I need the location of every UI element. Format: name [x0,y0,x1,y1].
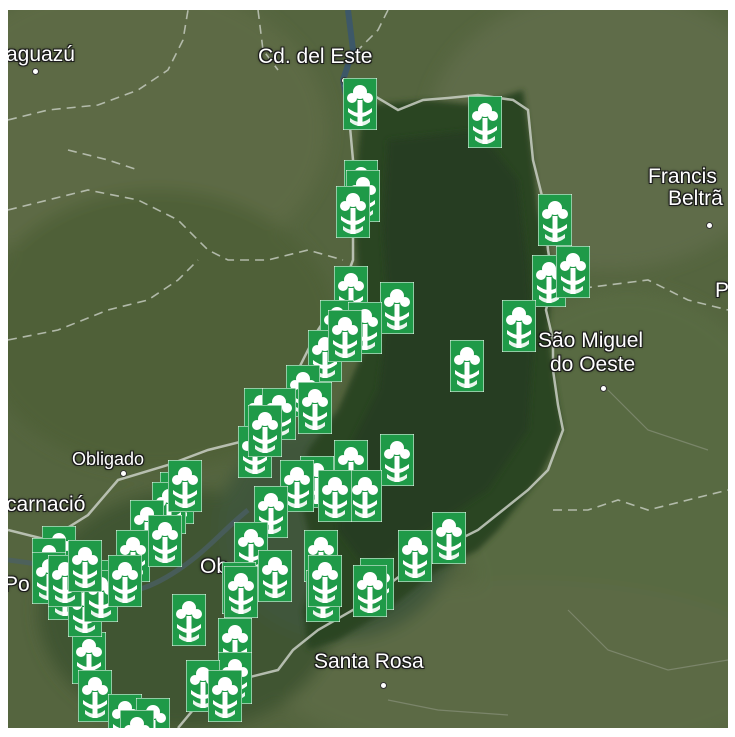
tree-marker-icon[interactable] [348,470,382,522]
tree-marker-icon[interactable] [120,710,154,728]
tree-marker-icon[interactable] [148,515,182,567]
place-label-aguazu: aguazú [8,43,75,66]
tree-marker-icon[interactable] [336,186,370,238]
tree-marker-icon[interactable] [248,405,282,457]
city-dot-santa-rosa [380,682,387,689]
place-label-cd-del-este: Cd. del Este [258,45,373,68]
tree-marker-icon[interactable] [298,382,332,434]
place-label-francisco: Francis [648,165,717,188]
tree-marker-icon[interactable] [224,566,258,618]
place-label-encarnacion: carnació [8,493,86,516]
tree-marker-icon[interactable] [308,555,342,607]
tree-marker-icon[interactable] [353,565,387,617]
tree-marker-icon[interactable] [502,300,536,352]
city-dot-sao-miguel [600,385,607,392]
map-view[interactable]: aguazú Cd. del Este Francis Beltrã P São… [8,10,728,728]
tree-marker-icon[interactable] [258,550,292,602]
place-label-obera: Ob [200,555,229,578]
tree-marker-icon[interactable] [168,460,202,512]
place-label-santa-rosa: Santa Rosa [314,650,424,673]
place-label-do-oeste: do Oeste [550,353,636,376]
tree-marker-icon[interactable] [432,512,466,564]
place-label-beltrao: Beltrã [668,187,723,210]
tree-marker-icon[interactable] [380,282,414,334]
tree-marker-icon[interactable] [68,540,102,592]
tree-marker-icon[interactable] [78,670,112,722]
place-label-sao-miguel: São Miguel [538,329,644,352]
tree-marker-icon[interactable] [398,530,432,582]
tree-marker-icon[interactable] [343,78,377,130]
tree-marker-icon[interactable] [318,470,352,522]
tree-marker-icon[interactable] [556,246,590,298]
place-label-posadas: Po [8,573,30,596]
tree-marker-icon[interactable] [468,96,502,148]
tree-marker-icon[interactable] [208,670,242,722]
tree-marker-icon[interactable] [172,594,206,646]
city-dot-beltrao [706,222,713,229]
tree-marker-icon[interactable] [538,194,572,246]
city-dot-obligado [120,470,127,477]
place-label-p: P [715,279,728,302]
tree-marker-icon[interactable] [328,310,362,362]
tree-marker-icon[interactable] [380,434,414,486]
city-dot-aguazu [32,68,39,75]
place-label-obligado: Obligado [72,449,145,469]
tree-marker-icon[interactable] [450,340,484,392]
tree-marker-icon[interactable] [108,555,142,607]
